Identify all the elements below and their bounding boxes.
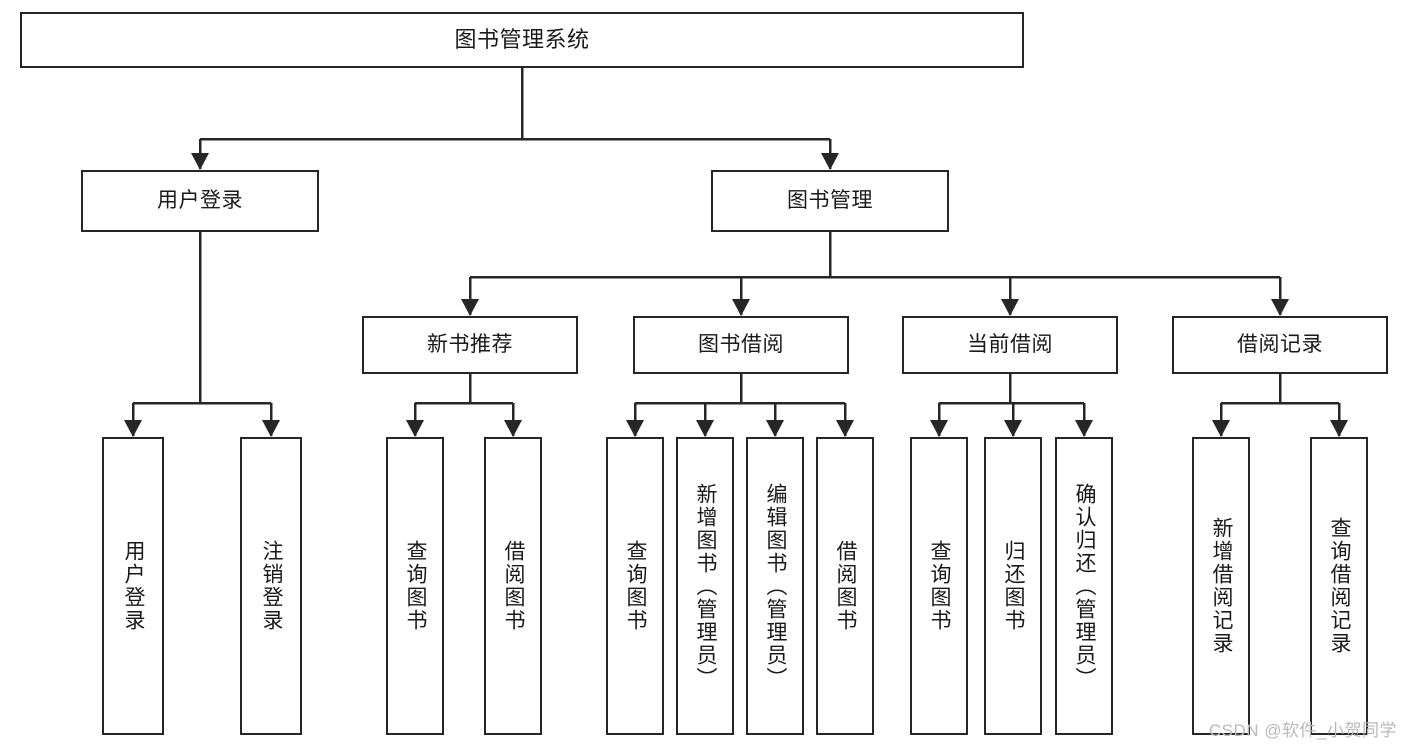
node-label-leaf-borrow-edit: 编辑图书（管理员） bbox=[764, 482, 788, 690]
node-leaf-user-login[interactable]: 用户登录 bbox=[102, 437, 164, 735]
node-label-leaf-borrow-add: 新增图书（管理员） bbox=[694, 482, 718, 690]
node-label-leaf-cur-return: 归还图书 bbox=[1002, 540, 1026, 632]
node-label-leaf-borrow-query: 查询图书 bbox=[624, 540, 648, 632]
node-label-root: 图书管理系统 bbox=[454, 26, 590, 52]
node-label-leaf-cur-query: 查询图书 bbox=[928, 540, 952, 632]
node-label-user-login: 用户登录 bbox=[157, 189, 243, 213]
node-label-new-book-rec: 新书推荐 bbox=[427, 333, 513, 357]
node-book-borrow[interactable]: 图书借阅 bbox=[633, 316, 849, 374]
node-label-leaf-rec-borrow: 借阅图书 bbox=[502, 540, 526, 632]
arrowhead-leaf-cur-confirm bbox=[1075, 420, 1093, 437]
node-label-book-borrow: 图书借阅 bbox=[698, 333, 784, 357]
arrowhead-leaf-rec-add bbox=[1212, 420, 1230, 437]
node-leaf-rec-query[interactable]: 查询图书 bbox=[386, 437, 444, 735]
arrowhead-leaf-rec-borrow bbox=[504, 420, 522, 437]
node-label-borrow-record: 借阅记录 bbox=[1237, 333, 1323, 357]
arrowhead-leaf-borrow-lend bbox=[836, 420, 854, 437]
arrowhead-leaf-cur-return bbox=[1004, 420, 1022, 437]
node-label-book-manage: 图书管理 bbox=[787, 189, 873, 213]
node-leaf-rec-borrow[interactable]: 借阅图书 bbox=[484, 437, 542, 735]
node-leaf-user-logout[interactable]: 注销登录 bbox=[240, 437, 302, 735]
arrowhead-leaf-user-login bbox=[124, 420, 142, 437]
node-label-leaf-cur-confirm: 确认归还（管理员） bbox=[1073, 482, 1097, 690]
node-new-book-rec[interactable]: 新书推荐 bbox=[362, 316, 578, 374]
arrowhead-leaf-rec-search bbox=[1330, 420, 1348, 437]
arrowhead-book-borrow bbox=[732, 299, 750, 316]
node-label-current-borrow: 当前借阅 bbox=[967, 333, 1053, 357]
arrowhead-leaf-rec-query bbox=[406, 420, 424, 437]
node-leaf-borrow-edit[interactable]: 编辑图书（管理员） bbox=[746, 437, 804, 735]
node-root[interactable]: 图书管理系统 bbox=[20, 12, 1024, 68]
node-leaf-cur-confirm[interactable]: 确认归还（管理员） bbox=[1055, 437, 1113, 735]
node-label-leaf-rec-query: 查询图书 bbox=[404, 540, 428, 632]
node-label-leaf-borrow-lend: 借阅图书 bbox=[834, 540, 858, 632]
arrowhead-leaf-cur-query bbox=[930, 420, 948, 437]
node-borrow-record[interactable]: 借阅记录 bbox=[1172, 316, 1388, 374]
arrowhead-book-manage bbox=[821, 153, 839, 170]
node-leaf-rec-search[interactable]: 查询借阅记录 bbox=[1310, 437, 1368, 735]
watermark-label: CSDN @软件_小贺同学 bbox=[1208, 721, 1397, 740]
arrowhead-leaf-borrow-add bbox=[696, 420, 714, 437]
node-leaf-borrow-add[interactable]: 新增图书（管理员） bbox=[676, 437, 734, 735]
node-leaf-borrow-query[interactable]: 查询图书 bbox=[606, 437, 664, 735]
arrowhead-user-login bbox=[191, 153, 209, 170]
node-leaf-cur-return[interactable]: 归还图书 bbox=[984, 437, 1042, 735]
node-label-leaf-rec-add: 新增借阅记录 bbox=[1210, 517, 1234, 655]
node-label-leaf-user-login: 用户登录 bbox=[122, 540, 146, 632]
arrowhead-leaf-borrow-edit bbox=[766, 420, 784, 437]
node-label-leaf-rec-search: 查询借阅记录 bbox=[1328, 517, 1352, 655]
node-label-leaf-user-logout: 注销登录 bbox=[260, 540, 284, 632]
node-leaf-cur-query[interactable]: 查询图书 bbox=[910, 437, 968, 735]
node-book-manage[interactable]: 图书管理 bbox=[711, 170, 949, 232]
node-leaf-borrow-lend[interactable]: 借阅图书 bbox=[816, 437, 874, 735]
arrowhead-leaf-borrow-query bbox=[626, 420, 644, 437]
arrowhead-borrow-record bbox=[1271, 299, 1289, 316]
node-user-login[interactable]: 用户登录 bbox=[81, 170, 319, 232]
arrowhead-current-borrow bbox=[1001, 299, 1019, 316]
arrowhead-new-book-rec bbox=[461, 299, 479, 316]
node-current-borrow[interactable]: 当前借阅 bbox=[902, 316, 1118, 374]
arrowhead-leaf-user-logout bbox=[262, 420, 280, 437]
node-leaf-rec-add[interactable]: 新增借阅记录 bbox=[1192, 437, 1250, 735]
